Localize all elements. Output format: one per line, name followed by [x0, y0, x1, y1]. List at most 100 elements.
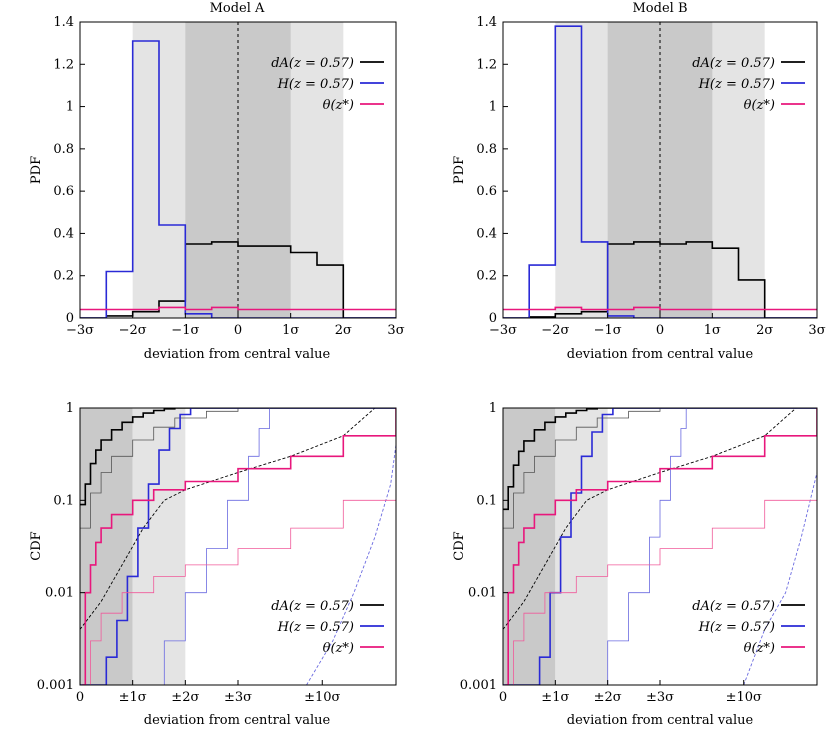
y-tick-label: 1.4 [476, 15, 497, 30]
y-tick-label: 0.8 [476, 142, 497, 157]
y-tick-label: 1 [66, 401, 74, 416]
panel-cdf-model-b: CDF deviation from central value 0 ±1σ ±2σ… [452, 401, 818, 728]
y-tick-label: 0.6 [476, 184, 497, 199]
y-tick-label: 1 [489, 401, 497, 416]
y-axis-label: PDF [29, 156, 44, 184]
x-tick-label: ±10σ [726, 690, 762, 705]
y-axis: 00.20.40.60.811.21.4 [476, 15, 508, 326]
y-tick-label: 1.4 [53, 15, 74, 30]
x-tick-label: 3σ [387, 323, 404, 338]
series-line-1 [80, 408, 396, 529]
y-axis-label: CDF [452, 531, 467, 560]
x-tick-label: −2σ [119, 323, 147, 338]
y-tick-label: 0.2 [53, 269, 74, 284]
y-axis: 0.001 0.01 0.1 1 [460, 401, 508, 693]
plot-area [503, 408, 817, 685]
y-axis: 0 0.2 0.4 0.6 0.8 1 1.2 1.4 [53, 15, 85, 326]
legend-label: θ(z*) [323, 641, 354, 656]
y-tick-label: 1.2 [476, 57, 497, 72]
x-tick-label: ±2σ [171, 690, 199, 705]
y-tick-label: 0.001 [460, 678, 497, 693]
x-tick-label: 3σ [808, 323, 825, 338]
y-tick-label: 0.6 [53, 184, 74, 199]
series-line-6 [505, 408, 817, 685]
series-line-2 [503, 306, 817, 311]
y-tick-label: 1 [66, 100, 74, 115]
x-tick-label: −2σ [541, 323, 569, 338]
x-tick-label: −3σ [489, 323, 517, 338]
x-axis: 0 ±1σ ±2σ ±3σ ±10σ [76, 680, 341, 705]
y-tick-label: 0.1 [476, 493, 497, 508]
legend-label: θ(z*) [744, 98, 775, 113]
x-axis-label: deviation from central value [567, 347, 754, 362]
x-tick-label: 0 [234, 323, 242, 338]
panel-title: Model A [210, 1, 265, 16]
legend-label: dA(z = 0.57) [271, 56, 354, 71]
legend-label: dA(z = 0.57) [271, 599, 354, 614]
y-tick-label: 1.2 [53, 57, 74, 72]
panel-pdf-model-a: Model A PDF deviation from central value… [29, 1, 405, 362]
plot-area [80, 408, 396, 685]
x-tick-label: −3σ [66, 323, 94, 338]
y-tick-label: 1 [489, 100, 497, 115]
legend-label: H(z = 0.57) [277, 620, 354, 635]
legend-label: θ(z*) [323, 98, 354, 113]
sigma2-band [555, 408, 608, 685]
x-tick-label: ±1σ [541, 690, 569, 705]
series-line-3 [80, 408, 396, 685]
series-line-0 [80, 408, 396, 506]
y-tick-label: 0.4 [476, 226, 497, 241]
series-line-6 [82, 408, 396, 685]
y-tick-label: 0.4 [53, 226, 74, 241]
y-tick-label: 0.01 [468, 586, 497, 601]
panel-cdf-model-a: CDF deviation from central value 0 ±1σ ±2σ… [29, 401, 397, 728]
panel-title: Model B [633, 1, 688, 16]
x-tick-label: 1σ [704, 323, 721, 338]
series-line-1 [503, 25, 817, 318]
x-axis: −3σ −2σ −1σ 0 1σ 2σ 3σ [489, 313, 826, 338]
x-tick-label: −1σ [594, 323, 622, 338]
y-tick-label: 0.001 [37, 678, 74, 693]
x-axis-label: deviation from central value [567, 713, 754, 728]
legend: dA(z = 0.57)H(z = 0.57)θ(z*) [692, 599, 805, 656]
legend-label: H(z = 0.57) [277, 77, 354, 92]
x-tick-label: ±1σ [119, 690, 147, 705]
series-line-1 [80, 40, 396, 318]
series-line-4 [143, 408, 396, 685]
x-tick-label: ±3σ [224, 690, 252, 705]
legend-label: dA(z = 0.57) [692, 56, 775, 71]
x-tick-label: 0 [499, 690, 507, 705]
x-tick-label: 2σ [335, 323, 352, 338]
y-axis-label: CDF [29, 531, 44, 560]
sigma1-band [80, 408, 133, 685]
x-tick-label: ±2σ [594, 690, 622, 705]
x-tick-label: ±10σ [304, 690, 340, 705]
y-tick-label: 0.2 [476, 269, 497, 284]
x-tick-label: 0 [76, 690, 84, 705]
x-tick-label: 0 [656, 323, 664, 338]
y-tick-label: 0.8 [53, 142, 74, 157]
legend-label: dA(z = 0.57) [692, 599, 775, 614]
series-line-2 [80, 306, 396, 311]
series-line-7 [508, 472, 817, 685]
legend: dA(z = 0.57) H(z = 0.57) θ(z*) [271, 599, 384, 656]
panel-pdf-model-b: Model B PDF deviation from central value… [452, 1, 826, 362]
series-line-4 [592, 408, 817, 685]
x-axis-label: deviation from central value [144, 713, 331, 728]
x-axis-label: deviation from central value [144, 347, 331, 362]
series-line-1 [503, 408, 817, 529]
sigma1-band [503, 408, 556, 685]
legend-label: θ(z*) [744, 641, 775, 656]
y-tick-label: 0 [66, 311, 74, 326]
series-line-5 [743, 472, 817, 685]
series-line-0 [503, 408, 817, 511]
legend: dA(z = 0.57) H(z = 0.57) θ(z*) [692, 56, 805, 113]
legend-label: H(z = 0.57) [698, 77, 775, 92]
series-line-5 [306, 444, 396, 685]
x-axis: 0 ±1σ ±2σ ±3σ ±10σ [499, 680, 762, 705]
x-tick-label: ±3σ [646, 690, 674, 705]
x-tick-label: 2σ [756, 323, 773, 338]
x-tick-label: −1σ [171, 323, 199, 338]
